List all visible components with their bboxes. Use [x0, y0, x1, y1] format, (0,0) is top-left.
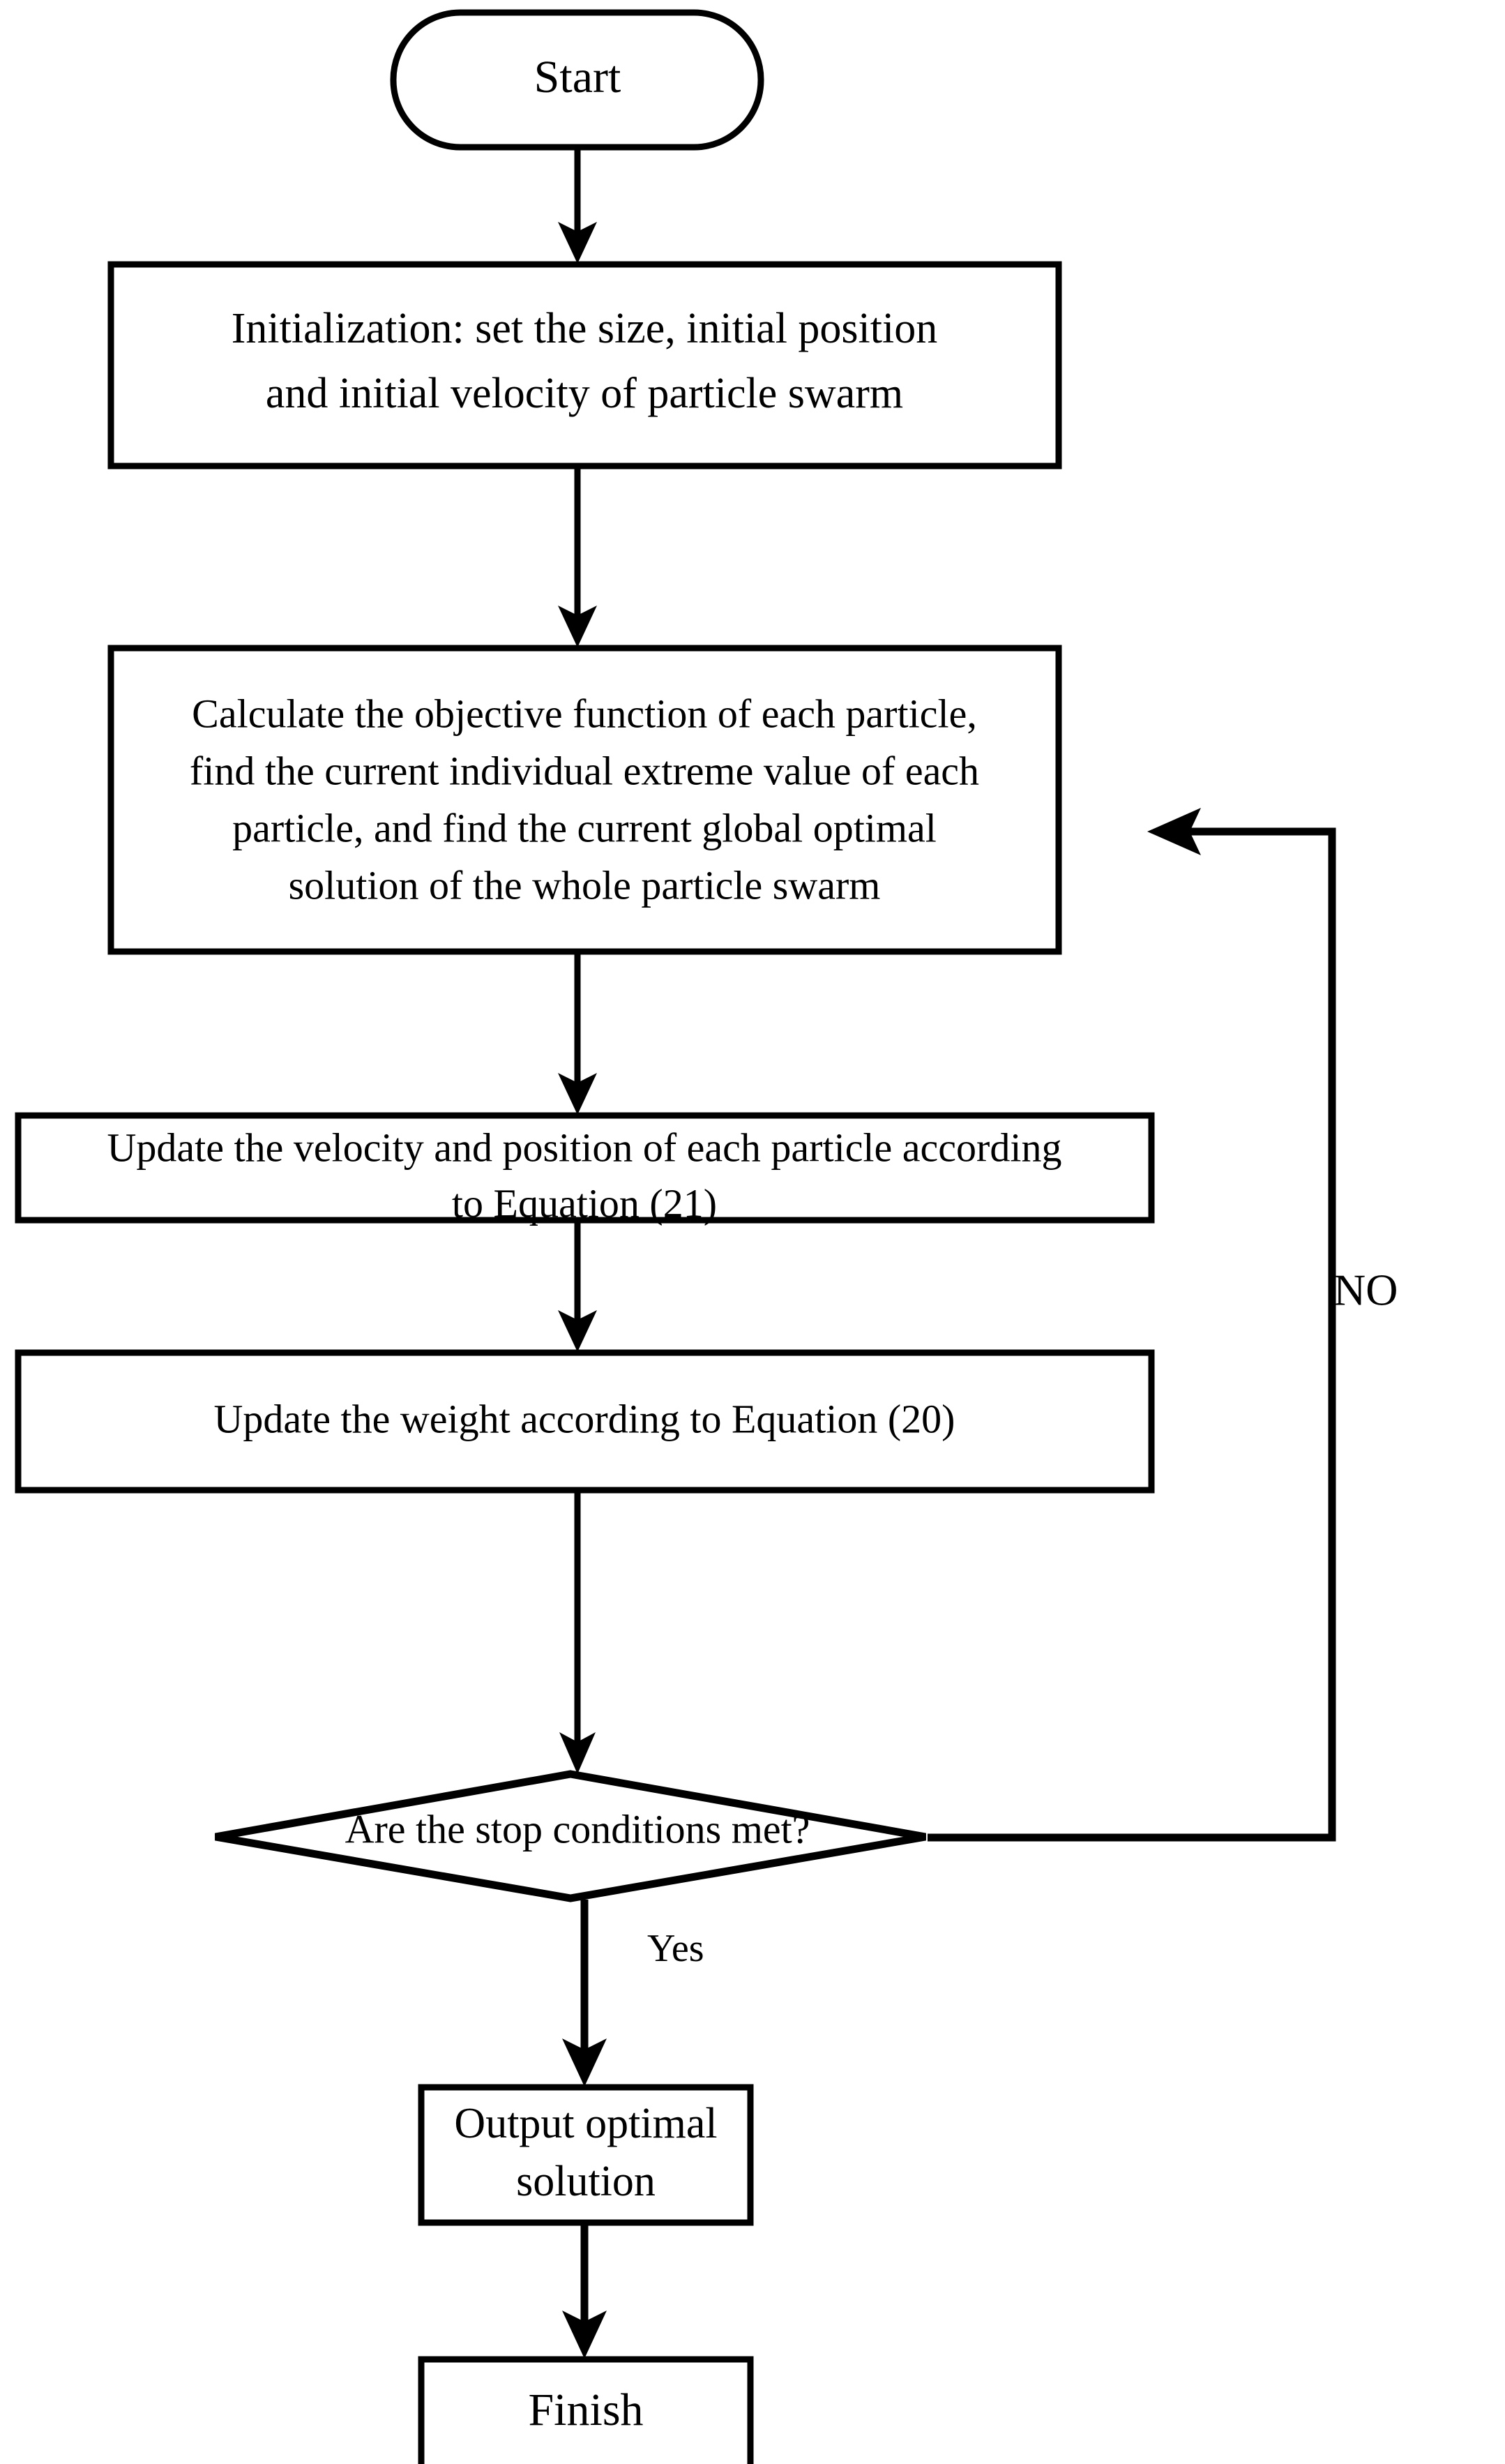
finish-label: Finish: [528, 2384, 643, 2435]
evaluate-label-line3: particle, and find the current global op…: [232, 805, 937, 850]
node-output[interactable]: Output optimal solution: [418, 2084, 754, 2226]
update-velocity-label-line2: to Equation (21): [452, 1180, 717, 1226]
evaluate-label-line4: solution of the whole particle swarm: [289, 862, 881, 908]
output-label-line2: solution: [516, 2158, 656, 2205]
node-initialize[interactable]: Initialization: set the size, initial po…: [107, 261, 1062, 469]
node-decision[interactable]: Are the stop conditions met?: [215, 1770, 926, 1902]
initialize-shape: [107, 261, 1062, 469]
node-finish[interactable]: Finish: [418, 2356, 754, 2464]
update-velocity-label-line1: Update the velocity and position of each…: [107, 1125, 1062, 1170]
arrowhead-initialize-to-evaluate: [558, 606, 597, 647]
arrowhead-decision-no-to-evaluate: [1147, 808, 1201, 855]
finish-shape: [418, 2356, 754, 2464]
edge-label-no: NO: [1333, 1265, 1398, 1315]
start-shape: [390, 9, 764, 151]
node-start[interactable]: Start: [390, 9, 764, 151]
decision-label: Are the stop conditions met?: [345, 1806, 810, 1851]
update-weight-shape: [15, 1349, 1155, 1494]
node-update-weight[interactable]: Update the weight according to Equation …: [15, 1349, 1155, 1494]
arrowhead-update-velocity-to-update-weight: [558, 1310, 597, 1352]
evaluate-shape: [107, 645, 1062, 955]
arrowhead-output-to-finish: [562, 2311, 607, 2359]
node-evaluate[interactable]: Calculate the objective function of each…: [107, 645, 1062, 955]
update-weight-label: Update the weight according to Equation …: [213, 1396, 955, 1441]
output-shape: [418, 2084, 754, 2226]
arrowhead-start-to-initialize: [558, 222, 597, 264]
initialize-label-line2: and initial velocity of particle swarm: [266, 370, 903, 417]
initialize-label-line1: Initialization: set the size, initial po…: [232, 305, 937, 352]
edge-decision-no-feedback-loop: [928, 827, 1336, 1842]
update-velocity-shape: [15, 1112, 1155, 1224]
evaluate-label-line2: find the current individual extreme valu…: [190, 748, 979, 793]
edge-label-yes: Yes: [647, 1927, 704, 1970]
decision-shape: [215, 1770, 926, 1902]
output-label-line1: Output optimal: [454, 2100, 717, 2147]
arrowhead-update-weight-to-decision: [559, 1732, 596, 1774]
arrowhead-evaluate-to-update-velocity: [558, 1073, 597, 1115]
flow-connectors: [558, 150, 1336, 2359]
node-update-velocity[interactable]: Update the velocity and position of each…: [15, 1112, 1155, 1226]
arrowhead-decision-yes-to-output: [562, 2038, 607, 2087]
start-label: Start: [534, 52, 621, 103]
evaluate-label-line1: Calculate the objective function of each…: [192, 691, 977, 736]
